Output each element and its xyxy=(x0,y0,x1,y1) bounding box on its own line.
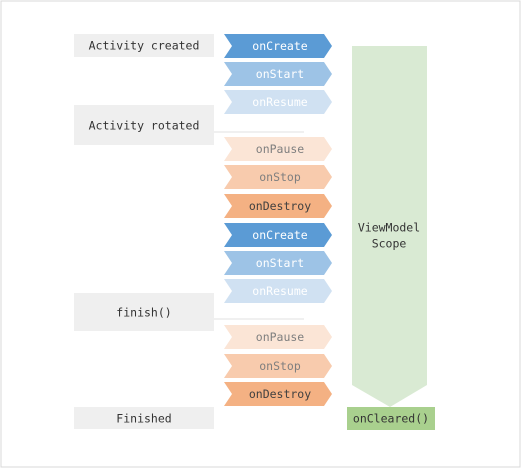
lifecycle-event-label: onPause xyxy=(256,330,305,344)
on-cleared-label: onCleared() xyxy=(353,412,429,426)
activity-state-label: Activity rotated xyxy=(89,119,200,133)
activity-state-box xyxy=(74,105,214,145)
lifecycle-event-oncreate: onCreate xyxy=(224,223,332,247)
lifecycle-event-chevron xyxy=(224,62,332,86)
lifecycle-event-chevron xyxy=(224,382,332,406)
divider-lines xyxy=(214,131,304,320)
activity-state-finish: finish() xyxy=(74,293,214,331)
activity-state-activity-rotated: Activity rotated xyxy=(74,105,214,145)
lifecycle-event-chevron xyxy=(224,137,332,161)
lifecycle-event-onresume: onResume xyxy=(224,279,332,303)
activity-state-box xyxy=(74,34,214,57)
lifecycle-event-oncreate: onCreate xyxy=(224,34,332,58)
lifecycle-event-ondestroy: onDestroy xyxy=(224,382,332,406)
lifecycle-event-chevron xyxy=(224,251,332,275)
lifecycle-event-onstop: onStop xyxy=(224,354,332,378)
lifecycle-event-label: onStop xyxy=(259,359,301,373)
lifecycle-event-onpause: onPause xyxy=(224,325,332,349)
lifecycle-event-label: onResume xyxy=(252,95,307,109)
lifecycle-event-label: onResume xyxy=(252,284,307,298)
activity-state-label: finish() xyxy=(116,306,171,320)
lifecycle-event-chevron xyxy=(224,90,332,114)
lifecycle-event-onstart: onStart xyxy=(224,251,332,275)
lifecycle-event-chevron xyxy=(224,165,332,189)
lifecycle-event-label: onDestroy xyxy=(249,387,311,401)
activity-state-label: Activity created xyxy=(89,39,200,53)
lifecycle-event-chevron xyxy=(224,34,332,58)
lifecycle-event-chevron xyxy=(224,279,332,303)
activity-state-box xyxy=(74,293,214,331)
lifecycle-event-chevron xyxy=(224,223,332,247)
activity-state-box xyxy=(74,407,214,429)
lifecycle-event-chevron xyxy=(224,354,332,378)
viewmodel-scope-arrow xyxy=(352,46,427,407)
activity-state-activity-created: Activity created xyxy=(74,34,214,57)
lifecycle-events: onCreate onStart onResume onPause onStop onDe… xyxy=(224,34,332,406)
lifecycle-event-onstop: onStop xyxy=(224,165,332,189)
activity-state-finished: Finished xyxy=(74,407,214,429)
viewmodel-scope-label-line1: ViewModel xyxy=(358,221,420,235)
lifecycle-event-chevron xyxy=(224,325,332,349)
viewmodel-scope: ViewModel Scope xyxy=(352,46,427,407)
lifecycle-event-label: onDestroy xyxy=(249,199,311,213)
lifecycle-event-onstart: onStart xyxy=(224,62,332,86)
lifecycle-event-label: onStart xyxy=(256,256,304,270)
lifecycle-event-onresume: onResume xyxy=(224,90,332,114)
lifecycle-event-ondestroy: onDestroy xyxy=(224,194,332,218)
on-cleared: onCleared() xyxy=(347,407,435,430)
lifecycle-event-label: onStart xyxy=(256,67,304,81)
on-cleared-box xyxy=(347,407,435,430)
activity-state-label: Finished xyxy=(116,412,171,426)
lifecycle-event-label: onPause xyxy=(256,142,305,156)
viewmodel-scope-label-line2: Scope xyxy=(372,237,407,251)
lifecycle-event-chevron xyxy=(224,194,332,218)
lifecycle-event-label: onCreate xyxy=(252,39,307,53)
lifecycle-event-onpause: onPause xyxy=(224,137,332,161)
lifecycle-event-label: onStop xyxy=(259,170,301,184)
lifecycle-event-label: onCreate xyxy=(252,228,307,242)
